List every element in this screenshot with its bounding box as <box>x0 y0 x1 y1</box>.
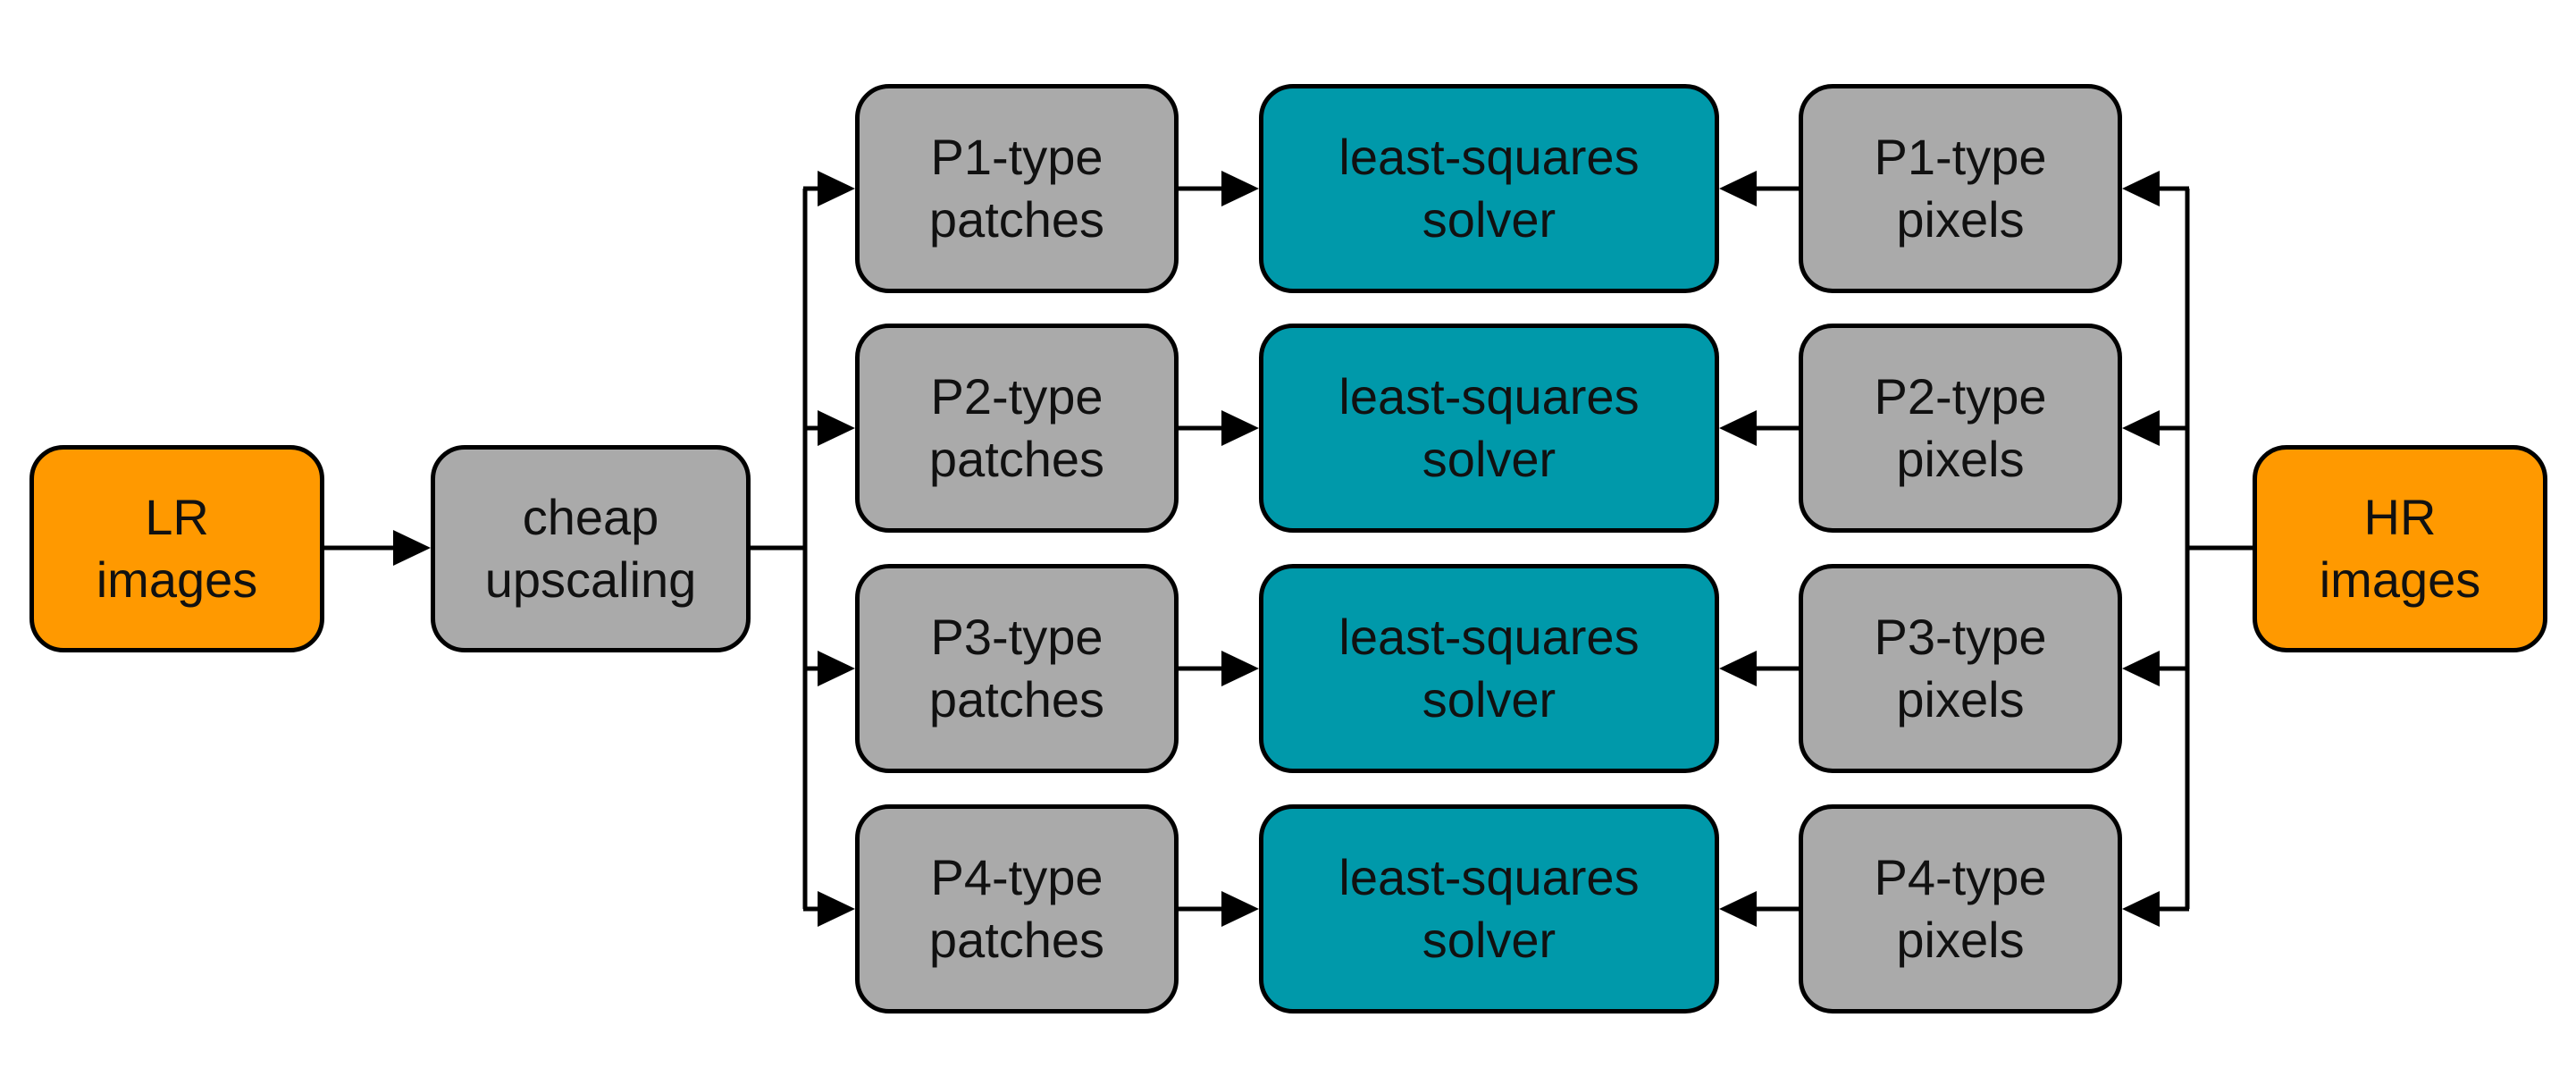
p2-pixels-label-line1: P2-type <box>1874 368 2047 425</box>
arrowhead-p3-patches <box>818 651 855 686</box>
solver-3-node: least-squares solver <box>1259 564 1719 773</box>
arrowhead-solver4-right <box>1719 891 1757 927</box>
solver-4-label-line2: solver <box>1422 912 1557 968</box>
lr-images-node: LR images <box>29 445 324 652</box>
cheap-upscaling-label-line1: cheap <box>522 489 659 545</box>
arrowhead-p2-pixels <box>2122 410 2160 446</box>
solver-3-label-line2: solver <box>1422 671 1557 728</box>
arrowhead-p4-patches <box>818 891 855 927</box>
cheap-upscaling-label-line2: upscaling <box>484 551 697 608</box>
arrowhead-p1-patches <box>818 171 855 206</box>
p4-patches-node: P4-type patches <box>855 804 1179 1014</box>
p4-pixels-label-line1: P4-type <box>1874 849 2047 905</box>
p3-patches-label-line2: patches <box>928 671 1105 728</box>
arrowhead-solver3-left <box>1221 651 1259 686</box>
solver-3-label-line1: least-squares <box>1338 609 1640 665</box>
p3-pixels-label-line2: pixels <box>1896 671 2025 728</box>
p2-patches-label-line1: P2-type <box>930 368 1103 425</box>
p3-pixels-label-line1: P3-type <box>1874 609 2047 665</box>
arrowhead-solver2-left <box>1221 410 1259 446</box>
arrowhead-solver3-right <box>1719 651 1757 686</box>
solver-4-label-line1: least-squares <box>1338 849 1640 905</box>
hr-images-node: HR images <box>2253 445 2547 652</box>
solver-1-label-line2: solver <box>1422 191 1557 248</box>
lr-images-label-line1: LR <box>145 489 209 545</box>
arrowhead-p2-patches <box>818 410 855 446</box>
solver-4-node: least-squares solver <box>1259 804 1719 1014</box>
arrowhead-solver4-left <box>1221 891 1259 927</box>
p1-patches-label-line1: P1-type <box>930 129 1103 185</box>
hr-images-label-line2: images <box>2319 551 2481 608</box>
arrowhead-lr-to-upscaling <box>393 530 431 566</box>
arrowhead-p1-pixels <box>2122 171 2160 206</box>
cheap-upscaling-node: cheap upscaling <box>431 445 751 652</box>
p1-patches-node: P1-type patches <box>855 84 1179 293</box>
solver-1-node: least-squares solver <box>1259 84 1719 293</box>
p2-patches-label-line2: patches <box>928 431 1105 487</box>
arrowhead-solver1-left <box>1221 171 1259 206</box>
p4-patches-label-line2: patches <box>928 912 1105 968</box>
solver-1-label-line1: least-squares <box>1338 129 1640 185</box>
p4-pixels-label-line2: pixels <box>1896 912 2025 968</box>
p1-pixels-label-line2: pixels <box>1896 191 2025 248</box>
lr-images-label-line2: images <box>96 551 258 608</box>
p2-pixels-label-line2: pixels <box>1896 431 2025 487</box>
p3-patches-node: P3-type patches <box>855 564 1179 773</box>
p4-patches-label-line1: P4-type <box>930 849 1103 905</box>
p1-patches-label-line2: patches <box>928 191 1105 248</box>
hr-images-label-line1: HR <box>2363 489 2437 545</box>
arrowhead-solver2-right <box>1719 410 1757 446</box>
p1-pixels-label-line1: P1-type <box>1874 129 2047 185</box>
p2-pixels-node: P2-type pixels <box>1799 324 2122 533</box>
p4-pixels-node: P4-type pixels <box>1799 804 2122 1014</box>
p3-pixels-node: P3-type pixels <box>1799 564 2122 773</box>
arrowhead-p4-pixels <box>2122 891 2160 927</box>
solver-2-label-line2: solver <box>1422 431 1557 487</box>
arrowhead-p3-pixels <box>2122 651 2160 686</box>
solver-2-label-line1: least-squares <box>1338 368 1640 425</box>
p3-patches-label-line1: P3-type <box>930 609 1103 665</box>
p2-patches-node: P2-type patches <box>855 324 1179 533</box>
solver-2-node: least-squares solver <box>1259 324 1719 533</box>
p1-pixels-node: P1-type pixels <box>1799 84 2122 293</box>
arrowhead-solver1-right <box>1719 171 1757 206</box>
